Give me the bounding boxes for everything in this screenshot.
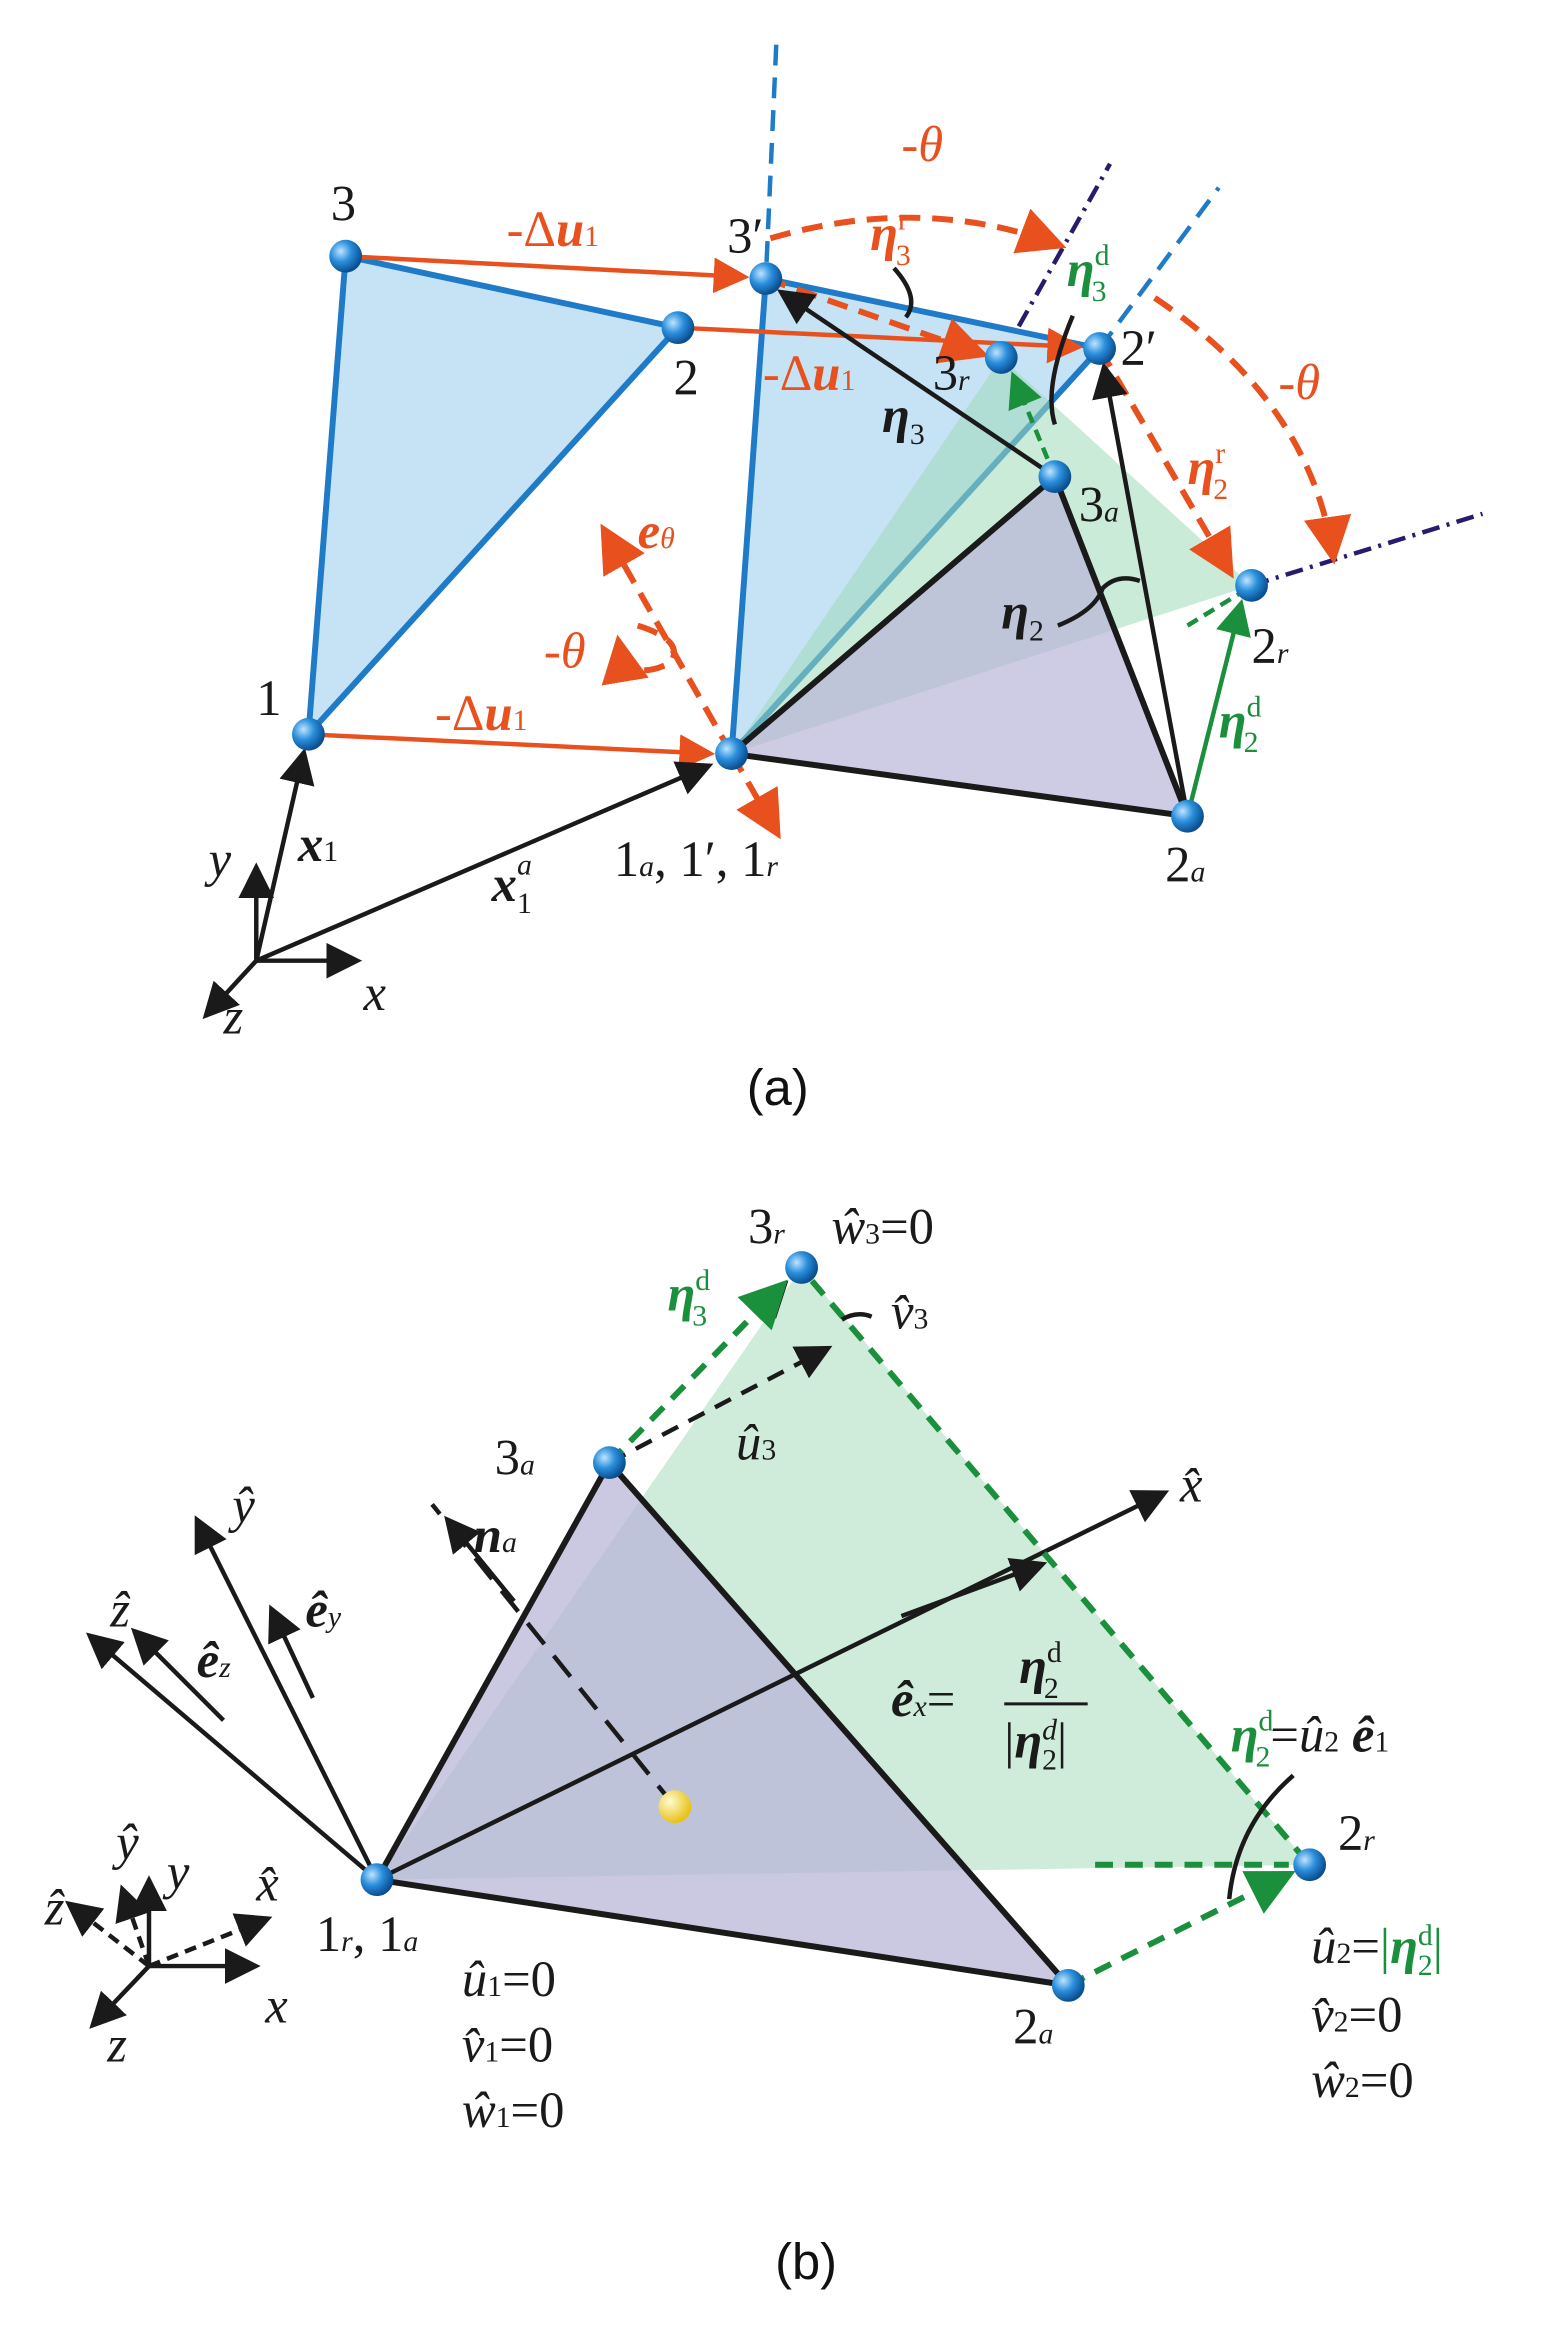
label-theta: -θ [901,116,943,172]
axis-label-x: x [264,1978,288,2034]
label-node-1: 1r, 1a [316,1906,418,1962]
label-v2: v̂2=0 [1311,1987,1402,2043]
triangle-initial [304,252,684,743]
axis-label-z: z [222,989,243,1045]
label-v1: v̂1=0 [462,2016,553,2072]
axis-label-x-hat: x̂ [255,1856,279,1912]
axis-label-x: x [363,965,387,1021]
axis-label-y-hat: ŷ [111,1814,139,1870]
label-eta2: η2 [1001,584,1044,648]
reference-axis-line [763,44,779,279]
label-theta: -θ [1278,354,1320,410]
label-y-hat: ŷ [227,1477,255,1533]
svg-text:|ηd2|: |ηd2| [1004,1713,1067,1777]
label-w1: ŵ1=0 [462,2082,565,2138]
label-e-theta: eθ [638,503,675,559]
label-delta-u1: -Δu1 [763,345,855,401]
axis-label-z-hat: ẑ [44,1879,66,1935]
label-w2: ŵ2=0 [1311,2052,1414,2108]
label-v3: v̂3 [891,1284,928,1340]
label-node-2: 2 [673,350,698,406]
deformation-vectors [607,1278,1312,1989]
label-x1: x1 [297,816,338,872]
panel-a: 3 2 1 3′ 2′ 1a, 1′, 1r 3r 3a 2r 2a -Δu1 … [202,44,1484,1116]
nodes [292,239,1268,833]
centroid-point [658,1790,692,1824]
axis-label-y: y [204,831,232,887]
svg-text:êx=: êx= [891,1671,955,1727]
axis-label-y: y [162,1844,190,1900]
caption-a: (a) [747,1059,809,1116]
brace-icon [1057,576,1141,628]
label-u3: û3 [736,1415,776,1471]
brace-icon [1226,1773,1295,1900]
label-theta: -θ [544,622,586,678]
nodes [360,1251,1327,2002]
label-u1: û1=0 [462,1951,556,2007]
brace-icon [892,266,914,319]
label-node-1: 1 [256,670,281,726]
label-node-2prime: 2′ [1120,320,1156,376]
triangle-actual [372,1457,1076,1990]
rotated-axis-line [999,162,1112,359]
caption-b: (b) [775,2233,837,2290]
label-node-3: 3 [331,175,356,231]
label-node-2a: 2a [1013,1999,1053,2055]
label-x-hat: x̂ [1179,1456,1203,1512]
label-e-y: êy [305,1581,341,1637]
reference-axis-line [1097,186,1221,350]
triangle-actual [724,471,1193,820]
deformation-vectors [1008,371,1251,817]
label-delta-u1: -Δu1 [507,201,599,257]
label-node-2a: 2a [1165,837,1205,893]
label-node-3r: 3r [748,1199,785,1255]
translation-arrows [308,253,1084,771]
label-e-z: êz [197,1632,231,1688]
label-node-3r: 3r [933,345,970,401]
label-node-3a: 3a [1079,476,1119,532]
label-n-a: na [474,1507,517,1563]
relative-vectors [202,289,1190,1020]
svg-text:ηd2: ηd2 [1019,1636,1062,1705]
brace-icon [1049,314,1075,426]
label-delta-u1: -Δu1 [435,685,527,741]
label-node-3a: 3a [495,1430,535,1486]
rotated-axis-line [1250,511,1484,588]
label-eta3: η3 [882,387,925,451]
label-node-2r: 2r [1338,1805,1375,1861]
axis-label-z: z [106,2016,127,2072]
brace-icon [840,1312,873,1322]
label-w3: ŵ3=0 [831,1199,934,1255]
label-z-hat: ẑ [109,1581,131,1637]
label-node-1a: 1a, 1′, 1r [614,831,779,887]
label-node-2r: 2r [1252,618,1289,674]
label-node-3prime: 3′ [727,208,763,264]
